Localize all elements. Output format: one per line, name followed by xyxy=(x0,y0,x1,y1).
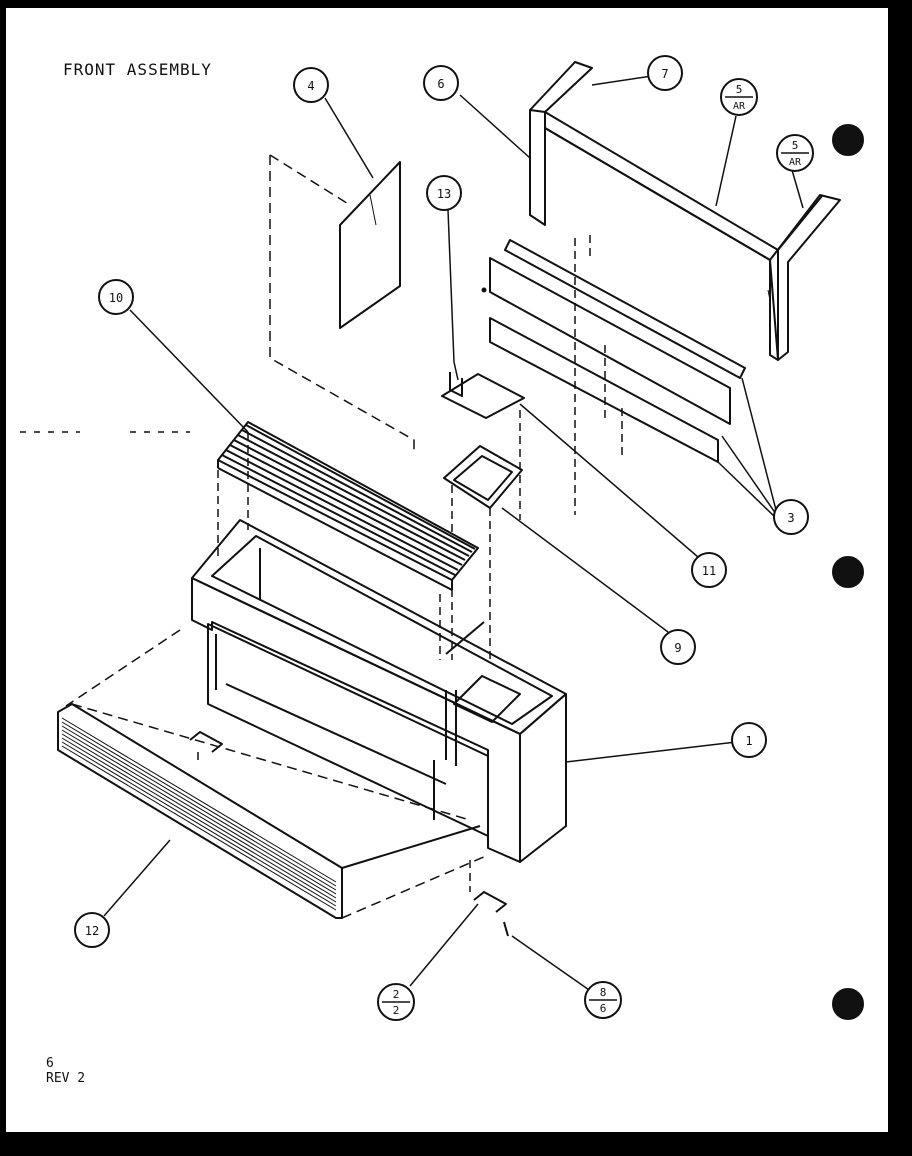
part-11-plate xyxy=(441,373,525,520)
part-12-front-grille xyxy=(57,629,487,919)
svg-text:6: 6 xyxy=(437,77,444,91)
callout-8-6: 8 6 xyxy=(584,981,622,1019)
part-4-side-panel xyxy=(269,154,415,450)
part-8-screw xyxy=(503,921,509,937)
revision-label: REV 2 xyxy=(46,1071,86,1086)
svg-text:4: 4 xyxy=(307,79,314,93)
callout-1: 1 xyxy=(731,722,767,758)
part-1-cabinet xyxy=(191,519,567,863)
part-6-top-frame xyxy=(529,61,841,361)
callout-7: 7 xyxy=(647,55,683,91)
svg-text:12: 12 xyxy=(85,924,99,938)
leader-lines xyxy=(103,75,804,993)
svg-text:AR: AR xyxy=(789,157,802,168)
callout-6: 6 xyxy=(423,65,459,101)
part-10-top-grille xyxy=(217,421,479,660)
callout-13: 13 xyxy=(426,175,462,211)
svg-text:10: 10 xyxy=(109,291,123,305)
svg-text:11: 11 xyxy=(702,564,716,578)
svg-text:AR: AR xyxy=(733,101,746,112)
part-2-clip xyxy=(189,731,507,913)
callout-12: 12 xyxy=(74,912,110,948)
callout-5-ar-b: 5 AR xyxy=(776,134,814,172)
callout-11: 11 xyxy=(691,552,727,588)
part-13-bracket xyxy=(449,361,463,397)
callout-4: 4 xyxy=(293,67,329,103)
callout-3: 3 xyxy=(773,499,809,535)
punch-hole-middle xyxy=(832,556,864,588)
svg-text:2: 2 xyxy=(393,1004,400,1017)
diagram-title: FRONT ASSEMBLY xyxy=(63,60,212,79)
part-9-control-box xyxy=(443,445,523,660)
punch-hole-bottom xyxy=(832,988,864,1020)
svg-text:3: 3 xyxy=(787,511,794,525)
svg-text:5: 5 xyxy=(736,83,743,96)
callout-10: 10 xyxy=(98,279,134,315)
svg-text:1: 1 xyxy=(745,734,752,748)
svg-text:9: 9 xyxy=(674,641,681,655)
svg-text:2: 2 xyxy=(393,988,400,1001)
callout-9: 9 xyxy=(660,629,696,665)
svg-text:5: 5 xyxy=(792,139,799,152)
callout-2-2: 2 2 xyxy=(377,983,415,1021)
svg-text:13: 13 xyxy=(437,187,451,201)
punch-hole-top xyxy=(832,124,864,156)
page-number: 6 xyxy=(46,1056,54,1071)
callout-5-ar-a: 5 AR xyxy=(720,78,758,116)
svg-text:6: 6 xyxy=(600,1002,607,1015)
svg-text:7: 7 xyxy=(661,67,668,81)
part-3-trim-strips xyxy=(481,235,746,515)
callouts: 4 6 7 5 AR 5 AR 13 10 xyxy=(74,55,814,1021)
svg-text:8: 8 xyxy=(600,986,607,999)
